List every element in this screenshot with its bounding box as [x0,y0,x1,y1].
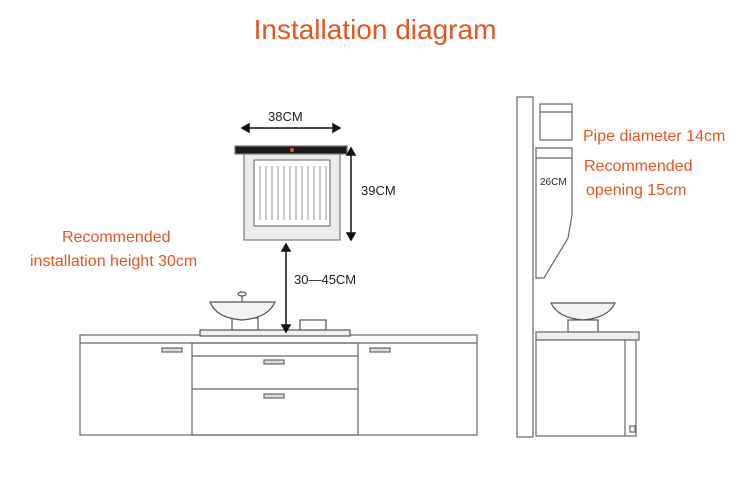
recommended-opening-line1: Recommended [584,158,693,175]
hood-vent-slots [259,166,327,220]
pipe-diameter-label: Pipe diameter 14cm [583,128,726,145]
recommended-opening-line2: opening 15cm [586,182,687,199]
width-dimension-arrow [240,122,342,134]
side-depth-label: 26CM [540,177,567,188]
mount-range-label: 30—45CM [294,272,357,287]
side-hood-body [535,147,573,279]
exhaust-pipe [539,103,573,141]
height-dimension-arrow [345,146,357,242]
side-wall [516,96,534,438]
recommended-height-line2: installation height 30cm [30,253,198,270]
height-label: 39CM [361,183,396,198]
side-cabinet [535,331,640,437]
kitchen-cabinet [79,334,478,436]
width-label: 38CM [268,109,303,124]
wok [209,291,276,321]
diagram-title: Installation diagram [253,14,497,45]
gas-stove [199,317,351,337]
range-hood [234,145,348,241]
mount-range-arrow [280,242,292,334]
recommended-height-line1: Recommended [62,229,171,246]
side-wok [550,302,616,333]
